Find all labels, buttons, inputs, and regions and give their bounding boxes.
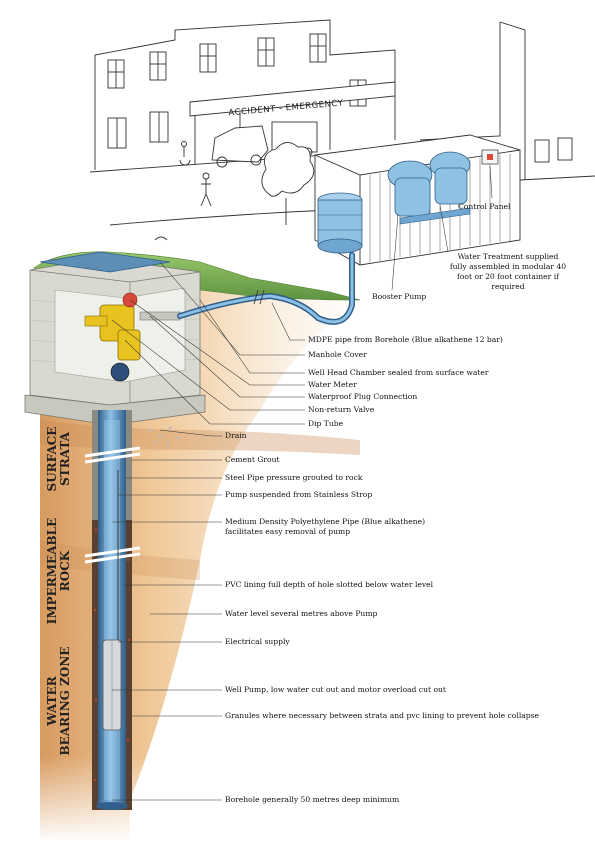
label-non-return-valve: Non-return Valve	[308, 405, 375, 414]
treatment-container	[314, 134, 521, 266]
label-water-level: Water level several metres above Pump	[225, 609, 378, 618]
strata-line: SURFACE	[45, 426, 59, 492]
label-pump-suspended: Pump suspended from Stainless Strop	[225, 490, 373, 499]
label-borehole-depth: Borehole generally 50 metres deep minimu…	[225, 795, 400, 804]
label-drain: Drain	[225, 431, 247, 440]
label-mdpe-pipe: MDPE pipe from Borehole (Blue alkathene …	[308, 335, 503, 344]
borehole-shaft	[84, 410, 141, 810]
label-steel-pipe: Steel Pipe pressure grouted to rock	[225, 473, 363, 482]
hospital-building-sketch	[89, 19, 595, 241]
label-water-meter: Water Meter	[308, 380, 357, 389]
label-well-head-chamber: Well Head Chamber sealed from surface wa…	[308, 368, 489, 377]
label-cement-grout: Cement Grout	[225, 455, 280, 464]
strata-line: WATER	[45, 676, 59, 726]
label-well-pump: Well Pump, low water cut out and motor o…	[225, 685, 446, 694]
label-manhole-cover: Manhole Cover	[308, 350, 367, 359]
label-water-treatment: Water Treatment supplied fully assembled…	[449, 252, 567, 291]
label-electrical-supply: Electrical supply	[225, 637, 290, 646]
strata-label-surface: SURFACE STRATA	[45, 419, 72, 499]
label-booster-pump: Booster Pump	[372, 292, 427, 301]
strata-line: BEARING ZONE	[58, 646, 72, 756]
label-granules: Granules where necessary between strata …	[225, 711, 540, 720]
mdpe-supply-pipe	[177, 252, 355, 325]
label-control-panel: Control Panel	[458, 202, 511, 211]
strata-line: ROCK	[58, 550, 72, 592]
strata-line: STRATA	[58, 432, 72, 486]
leader-lines	[111, 165, 493, 801]
strata-label-water-bearing: WATER BEARING ZONE	[45, 646, 72, 756]
label-pvc-lining: PVC lining full depth of hole slotted be…	[225, 580, 434, 589]
label-mdpe-pipe-2: Medium Density Polyethylene Pipe (Blue a…	[225, 517, 426, 536]
strata-label-impermeable: IMPERMEABLE ROCK	[45, 516, 72, 626]
label-waterproof-plug: Waterproof Plug Connection	[308, 392, 418, 401]
label-dip-tube: Dip Tube	[308, 419, 344, 428]
strata-line: IMPERMEABLE	[45, 517, 59, 625]
